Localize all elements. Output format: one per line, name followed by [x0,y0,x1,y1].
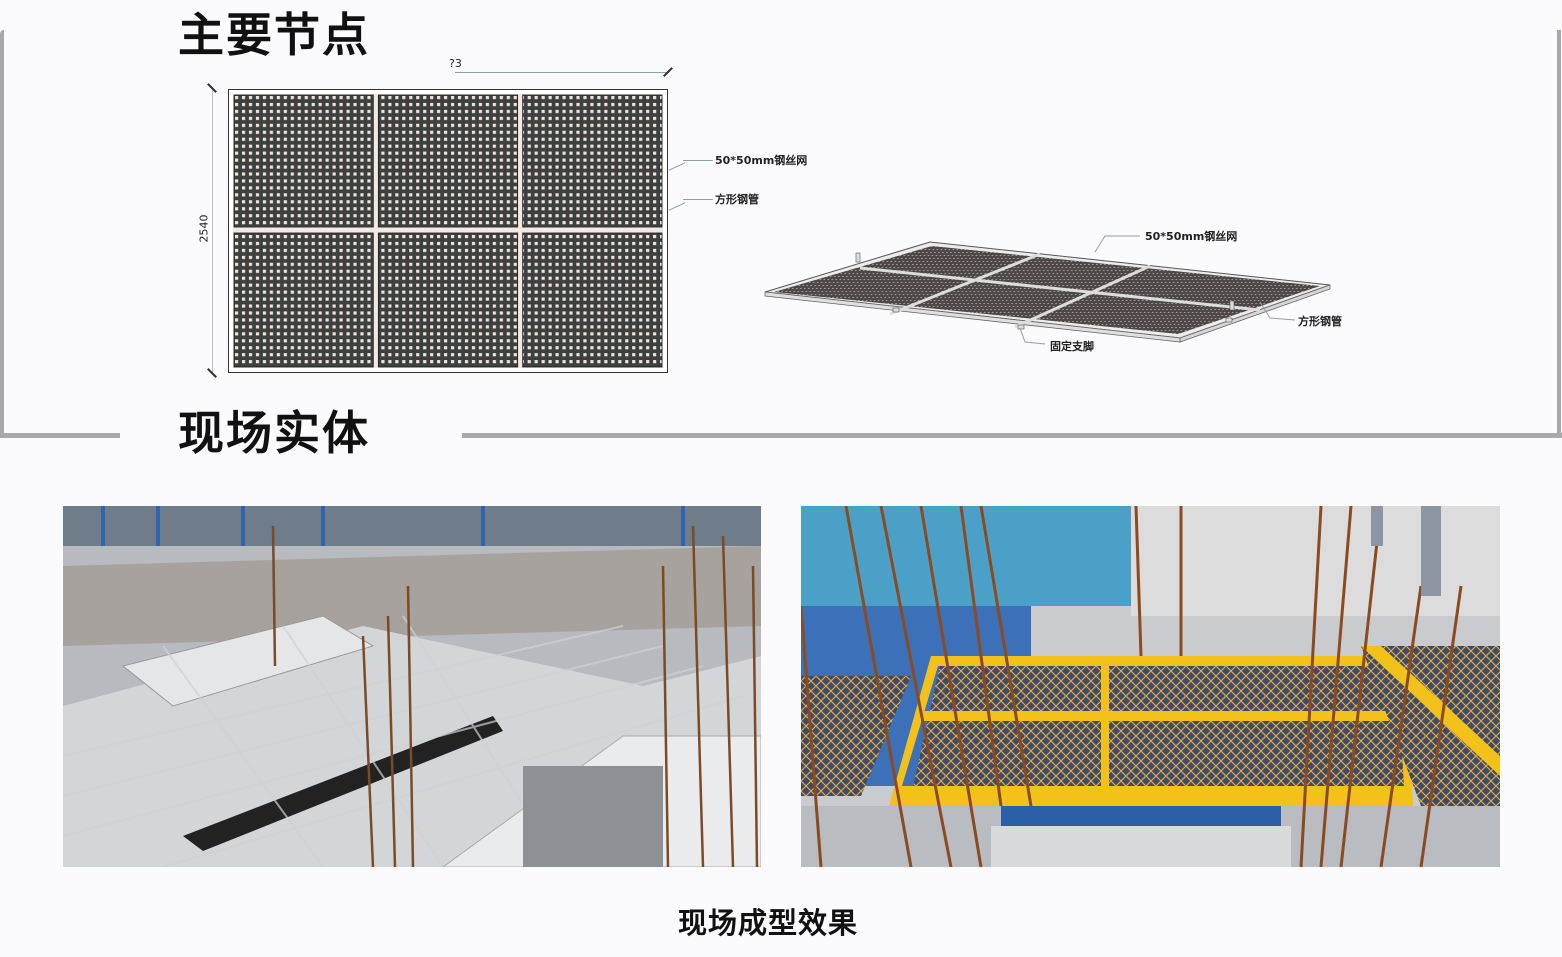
mesh-panel-plan [228,89,668,373]
iso-callout-tube: 方形钢管 [1298,315,1342,328]
frame-right [1557,30,1561,434]
photo-caption: 现场成型效果 [678,906,859,940]
leader-line [683,199,713,200]
iso-callout-mesh: 50*50mm钢丝网 [1145,230,1238,243]
callout-tube: 方形钢管 [715,193,759,206]
dimension-line-left [212,89,213,375]
divider-right [462,433,1562,438]
iso-callout-foot: 固定支脚 [1050,340,1094,353]
mesh-grid-icon [233,94,663,368]
dimension-label-top: ?3 [449,57,462,70]
leader-line [683,160,713,161]
dimension-line-top [455,72,669,73]
site-photo-left-image [63,506,761,867]
site-photo-left [63,506,761,867]
iso-drawing: 50*50mm钢丝网 方形钢管 固定支脚 [760,230,1360,353]
leader-line [668,162,686,171]
section-title-site-entity: 现场实体 [178,406,370,460]
site-photo-right-image [801,506,1500,867]
mesh-panel-iso-icon [764,235,1331,345]
dimension-label-left: 2540 [197,214,211,243]
leader-line [668,202,686,211]
section-title-main-nodes: 主要节点 [178,8,370,62]
site-photo-right [801,506,1500,867]
divider-left [0,433,120,438]
frame-left [0,30,4,434]
callout-mesh: 50*50mm钢丝网 [715,154,808,167]
